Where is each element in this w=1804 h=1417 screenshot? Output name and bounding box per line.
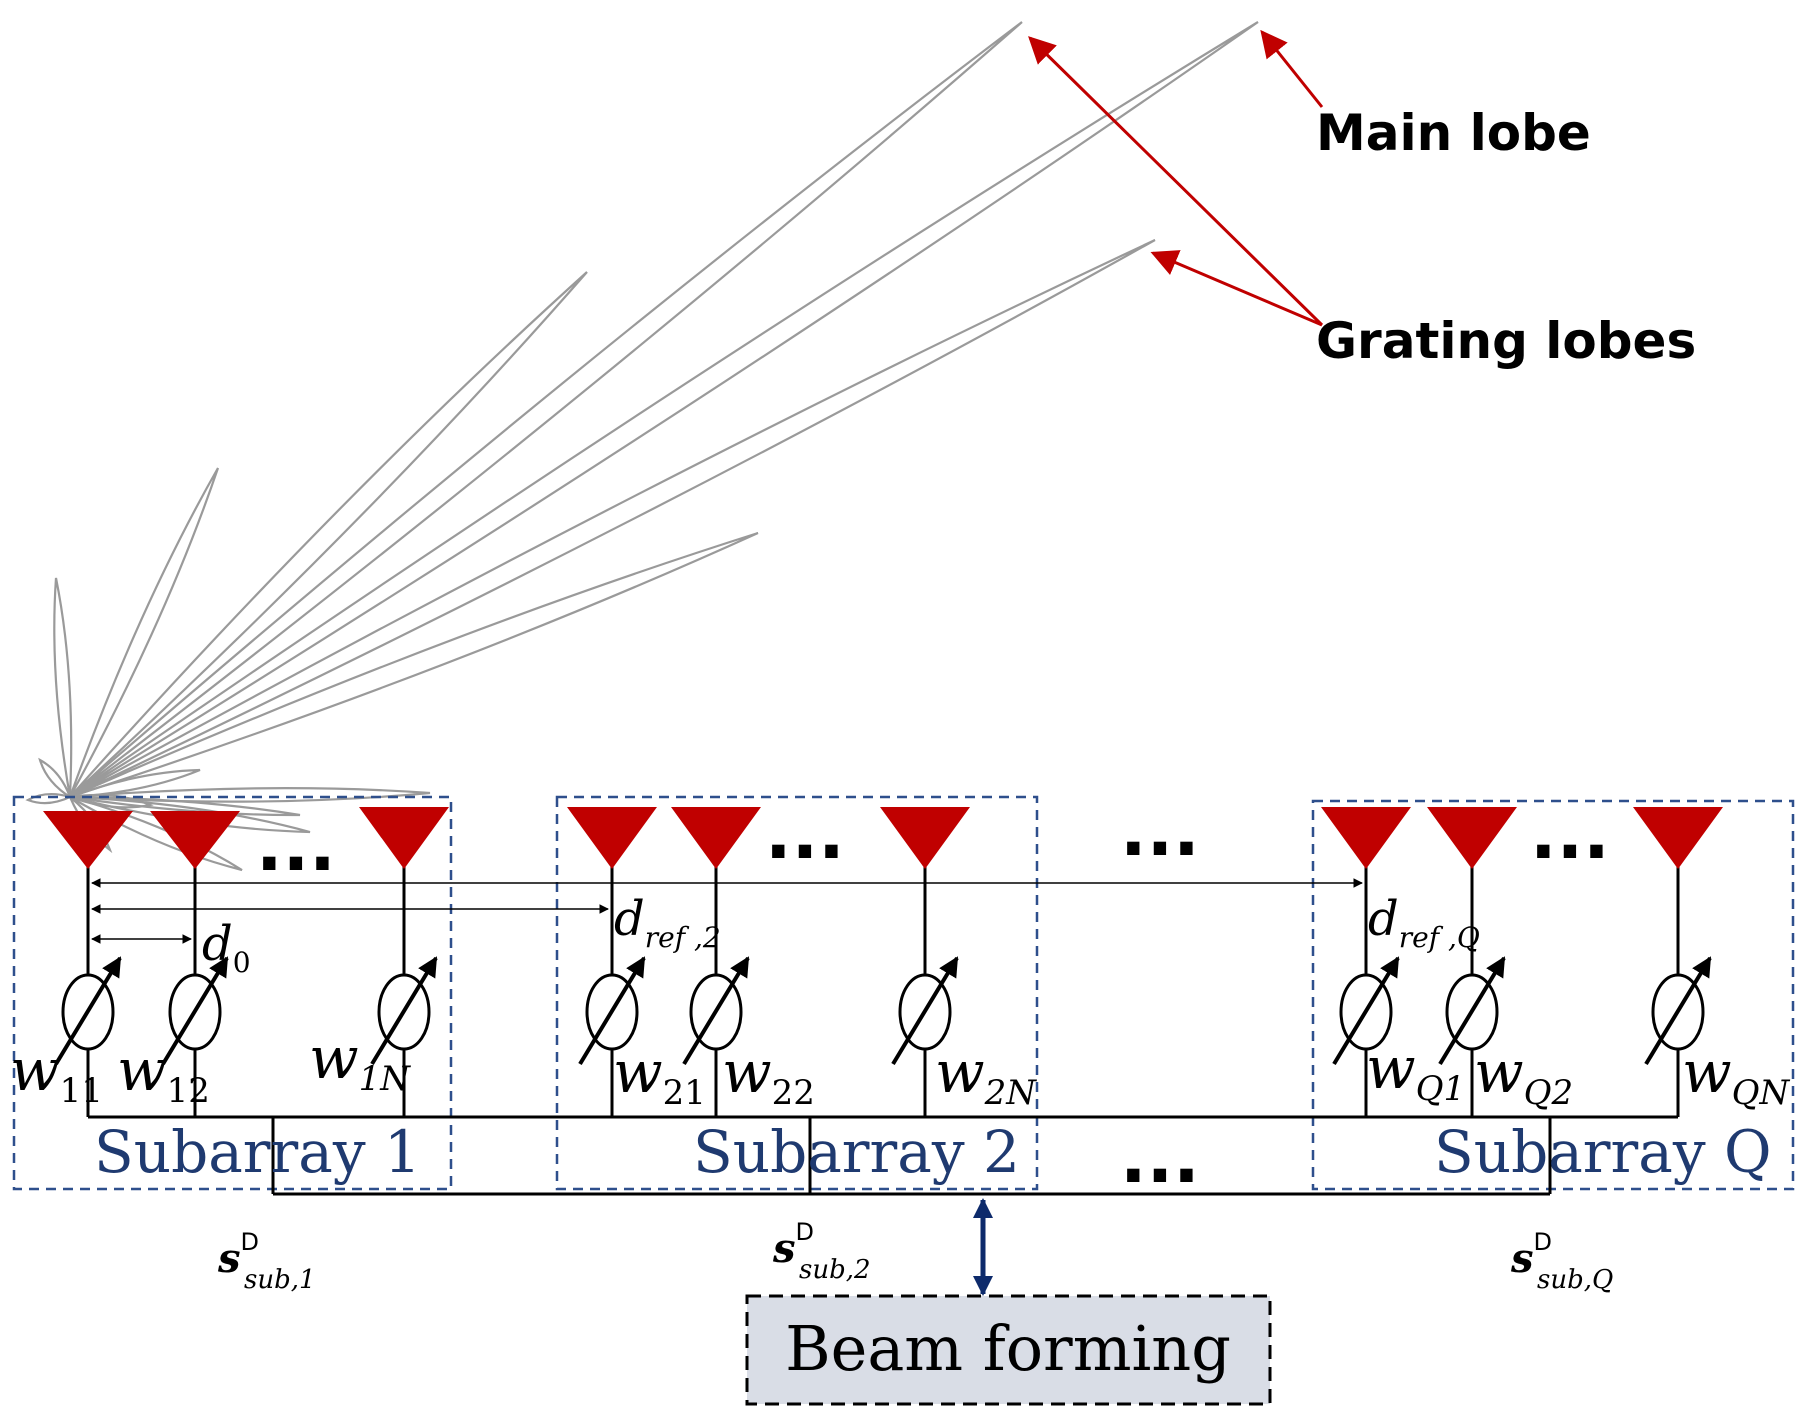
d0-label: d0 (202, 916, 251, 979)
antenna-elements (43, 807, 1723, 869)
phase-shifter-icon (578, 956, 646, 1066)
subarray-2-name: Subarray 2 (693, 1118, 1020, 1186)
weight-wQ2: wQ2 (1474, 1038, 1573, 1113)
phase-shifter-icon (1644, 956, 1712, 1066)
subarray-1-box (12, 795, 453, 1191)
phase-shifter-icon (370, 956, 438, 1066)
drefq-label: dref ,Q (1368, 891, 1480, 954)
main-lobe-shape (69, 239, 1156, 798)
weight-w11: w11 (10, 1036, 103, 1111)
subarray-q-name: Subarray Q (1434, 1118, 1772, 1186)
beamforming-label: Beam forming (785, 1312, 1231, 1385)
weight-w22: w22 (722, 1038, 815, 1113)
grating-lobe-arrow-upper (1028, 36, 1324, 327)
weight-wQN: wQN (1682, 1038, 1791, 1113)
antenna-icon (43, 811, 133, 869)
main-lobe-shape (69, 21, 1023, 798)
weight-wQ1: wQ1 (1366, 1034, 1465, 1109)
antenna-icon (567, 807, 657, 869)
grating-lobes-label: Grating lobes (1316, 312, 1696, 370)
side-lobe-shape (69, 795, 301, 817)
side-lobe-shape (68, 467, 220, 798)
subarray-2-box (555, 795, 1039, 1191)
phase-shifter-icon (891, 956, 959, 1066)
antenna-icon (359, 807, 449, 869)
subarray-q-box (1311, 799, 1795, 1191)
main-lobe-label: Main lobe (1316, 104, 1591, 162)
weight-w12: w12 (117, 1036, 210, 1111)
phase-shifter-icon (1332, 956, 1400, 1066)
weight-w21: w21 (613, 1038, 706, 1113)
radiation-pattern (25, 21, 1259, 872)
ellipsis-markers: ... ... ... ... ... (256, 790, 1610, 1199)
side-lobe-shape (69, 271, 588, 798)
phase-shifter-icon (1438, 956, 1506, 1066)
side-lobe-shape (69, 531, 759, 799)
beamforming-block (745, 1294, 1272, 1406)
antenna-icon (880, 807, 970, 869)
ellipsis-subarray-q: ... (1530, 793, 1610, 875)
side-lobe-shape (25, 792, 74, 805)
antenna-icon (671, 807, 761, 869)
weight-w2N: w2N (935, 1038, 1037, 1113)
distance-arrows (91, 878, 1363, 944)
ellipsis-subarray-2: ... (765, 793, 845, 875)
side-lobe-shape (53, 577, 73, 798)
grating-lobe-arrow-lower (1150, 250, 1323, 327)
side-lobe-shape (38, 757, 73, 800)
ellipsis-subarray-1: ... (256, 805, 336, 887)
phase-shifter-icon (682, 956, 750, 1066)
lobe-annotation-arrows (1028, 29, 1324, 327)
side-lobe-shape (69, 795, 311, 834)
main-lobe-shape (69, 21, 1259, 798)
dref2-label: dref ,2 (614, 891, 721, 954)
antenna-icon (150, 811, 240, 869)
subarray-1-name: Subarray 1 (94, 1118, 421, 1186)
weight-w1N: w1N (309, 1024, 411, 1099)
subarray-boxes (12, 795, 1795, 1191)
antenna-icon (1633, 807, 1723, 869)
subarray-names: Subarray 1 Subarray 2 Subarray Q (94, 1118, 1772, 1186)
side-lobe-shape (69, 768, 201, 799)
phase-shifter-icon (161, 956, 229, 1066)
phase-shifter-icon (54, 956, 122, 1066)
ellipsis-between-subarrays: ... (1120, 790, 1200, 872)
antenna-icon (1427, 807, 1517, 869)
ellipsis-bus: ... (1120, 1117, 1200, 1199)
weight-labels: w11 w12 w1N w21 w22 w2N wQ1 wQ2 wQN (10, 1024, 1791, 1113)
phase-shifters (54, 956, 1712, 1066)
main-lobe-arrow (1260, 29, 1324, 108)
antenna-icon (1321, 807, 1411, 869)
